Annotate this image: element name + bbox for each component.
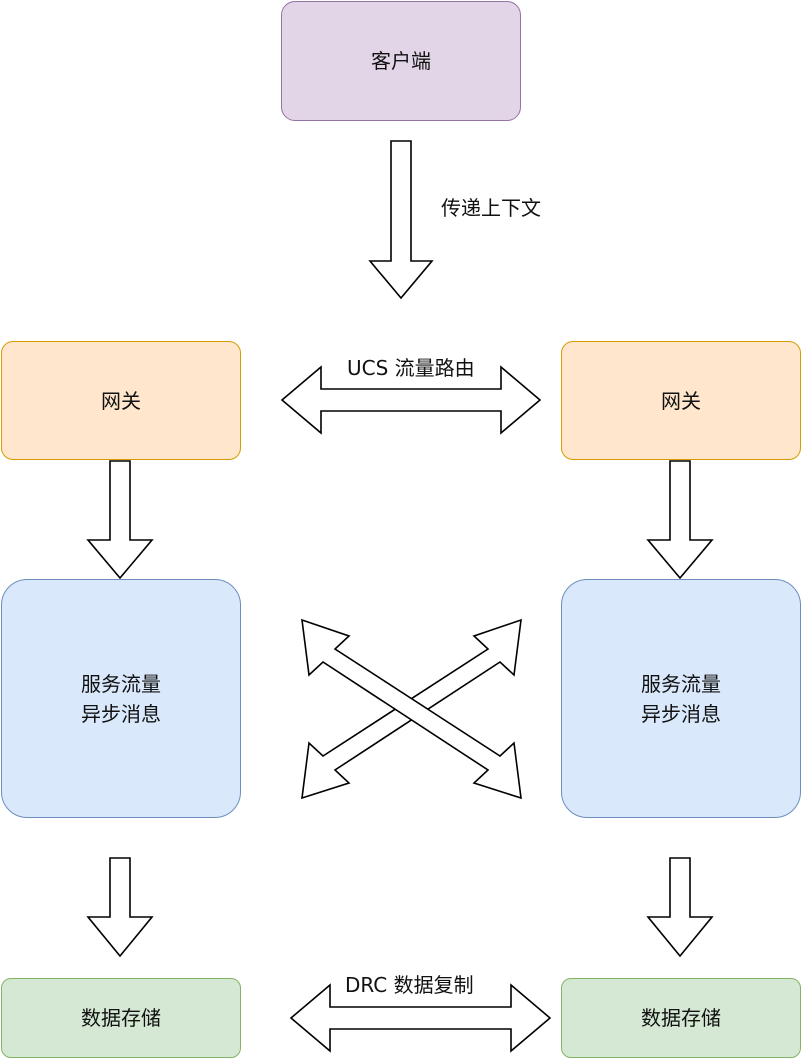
service-left-node: 服务流量 异步消息	[1, 579, 241, 818]
service-right-down-arrow	[646, 857, 714, 958]
service-right-node: 服务流量 异步消息	[561, 579, 801, 818]
context-edge-label: 传递上下文	[441, 196, 541, 220]
gateway-right-label: 网关	[661, 388, 701, 413]
storage-left-label: 数据存储	[81, 1006, 161, 1030]
storage-left-node: 数据存储	[1, 978, 241, 1058]
ucs-double-arrow	[280, 365, 542, 435]
drc-edge-label: DRC 数据复制	[343, 972, 476, 998]
storage-right-label: 数据存储	[641, 1006, 721, 1030]
gateway-left-down-arrow	[86, 460, 154, 580]
gateway-right-down-arrow	[646, 460, 714, 580]
drc-double-arrow	[289, 983, 552, 1053]
service-left-down-arrow	[86, 857, 154, 958]
ucs-edge-label: UCS 流量路由	[345, 355, 477, 381]
gateway-right-node: 网关	[561, 341, 801, 460]
context-down-arrow	[368, 140, 434, 300]
gateway-left-label: 网关	[101, 388, 141, 413]
service-right-label: 服务流量 异步消息	[641, 671, 721, 726]
service-left-label: 服务流量 异步消息	[81, 671, 161, 726]
client-label: 客户端	[371, 49, 431, 73]
cross-arrow-nw-se	[301, 618, 522, 800]
client-node: 客户端	[281, 1, 521, 121]
gateway-left-node: 网关	[1, 341, 241, 460]
storage-right-node: 数据存储	[561, 978, 801, 1058]
